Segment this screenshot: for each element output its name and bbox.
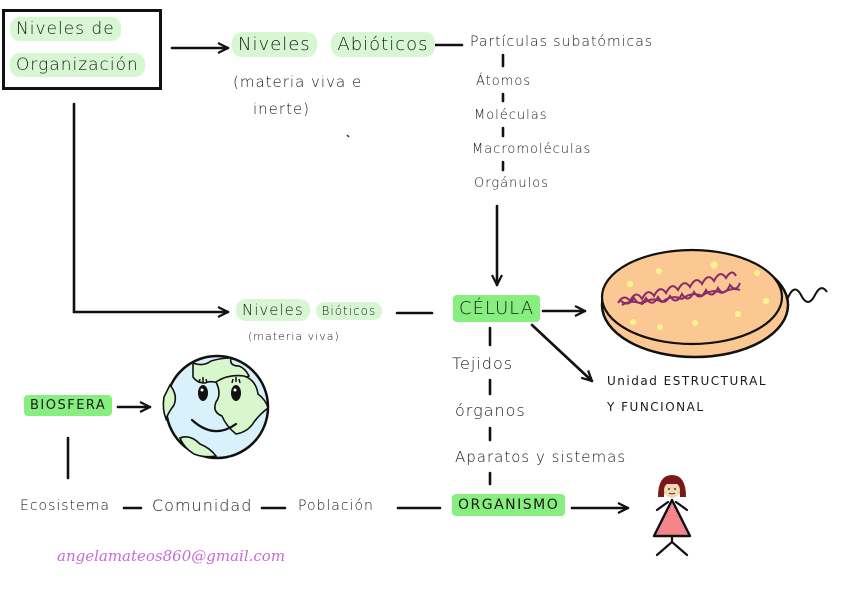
abiotic-heading-word-2: Abióticos <box>331 32 435 57</box>
abiotic-heading: Niveles Abióticos <box>232 32 435 57</box>
arrow-cell-to-description <box>530 323 592 381</box>
earth-right-eye <box>231 385 241 401</box>
biotic-heading-word-1: Niveles <box>236 299 310 321</box>
cell-drawing <box>600 248 828 359</box>
biotic-note: (materia viva) <box>248 330 340 343</box>
author-email: angelamateos860@gmail.com <box>57 547 286 565</box>
person-dress <box>652 498 692 538</box>
abiotic-heading-word-1: Niveles <box>232 32 317 57</box>
abiotic-level-atoms: Átomos <box>476 74 532 89</box>
biotic-level-tissues: Tejidos <box>452 354 514 373</box>
chain-ecosystem: Ecosistema <box>20 498 110 514</box>
biotic-heading-word-2: Bióticos <box>315 302 383 320</box>
arrow-title-to-biotic <box>72 102 230 312</box>
earth-left-eye <box>198 385 208 401</box>
title-line-2-text: Organización <box>10 53 145 77</box>
biosphere-label: BIOSFERA <box>24 395 113 416</box>
biotic-level-organs: órganos <box>455 401 526 420</box>
title-line-1-text: Niveles de <box>10 17 121 41</box>
chain-population: Población <box>298 498 374 514</box>
organism-label-text: ORGANISMO <box>452 494 566 516</box>
earth-drawing <box>162 354 270 460</box>
cell-label: CÉLULA <box>453 295 541 322</box>
abiotic-level-organelles: Orgánulos <box>474 176 549 191</box>
abiotic-level-particles: Partículas subatómicas <box>470 34 654 50</box>
biosphere-label-text: BIOSFERA <box>24 395 113 416</box>
earth-smile <box>190 418 238 433</box>
abiotic-note-line-2: inerte) <box>253 100 311 118</box>
dna-tangle <box>617 271 741 306</box>
abiotic-note-line-1: (materia viva e <box>233 73 363 91</box>
biotic-level-systems: Aparatos y sistemas <box>455 448 627 466</box>
organism-label: ORGANISMO <box>452 494 566 516</box>
title-line-1: Niveles de <box>10 17 121 41</box>
person-drawing <box>652 475 692 557</box>
title-line-2: Organización <box>10 53 145 77</box>
chain-community: Comunidad <box>152 496 253 515</box>
abiotic-level-macromolecules: Macromoléculas <box>472 142 592 157</box>
cell-organelle-dots <box>627 261 769 330</box>
cell-description-line-2: Y FUNCIONAL <box>607 401 705 413</box>
biotic-heading: Niveles Bióticos <box>236 299 383 321</box>
cell-description-line-2-text: Y FUNCIONAL <box>607 400 705 414</box>
abiotic-level-molecules: Moléculas <box>474 108 548 123</box>
cell-label-text: CÉLULA <box>453 295 541 322</box>
cell-description-line-1: Unidad ESTRUCTURAL <box>607 374 768 388</box>
stray-mark <box>346 134 350 138</box>
flagellum <box>786 287 828 303</box>
